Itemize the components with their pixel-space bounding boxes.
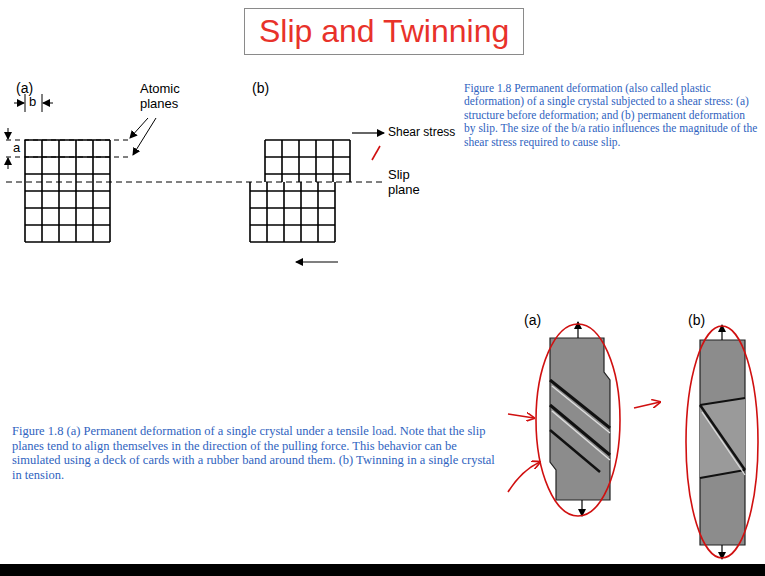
leader-lines (130, 118, 156, 155)
slip-specimen (550, 322, 610, 516)
bottom-bar (0, 564, 765, 576)
slip-plane-line (6, 182, 384, 183)
dimension-label: b (29, 95, 36, 110)
figure-caption: Figure 1.8 Permanent deformation (also c… (464, 82, 758, 149)
panel-letter: (b) (688, 312, 705, 328)
dimension-label: a (13, 141, 20, 156)
panel-letter: (a) (524, 312, 541, 328)
pen-mark (372, 146, 380, 160)
panel-letter: (b) (252, 80, 269, 96)
part-label: Slip plane (388, 168, 432, 198)
shear-arrow (352, 132, 384, 133)
panel-letter: (a) (16, 80, 33, 96)
twin-specimen (700, 325, 745, 559)
figure-caption: Figure 1.8 (a) Permanent deformation of … (12, 424, 504, 483)
part-label: Shear stress (388, 126, 455, 140)
slide-title: Slip and Twinning (244, 8, 524, 55)
pen-annotations (508, 324, 758, 558)
part-label: Atomic planes (140, 82, 196, 112)
slipped-lattice (250, 140, 350, 242)
dimension-a (6, 128, 132, 169)
crystal-lattice (25, 140, 110, 242)
dimension-b (14, 94, 53, 112)
shear-arrow (296, 261, 338, 262)
